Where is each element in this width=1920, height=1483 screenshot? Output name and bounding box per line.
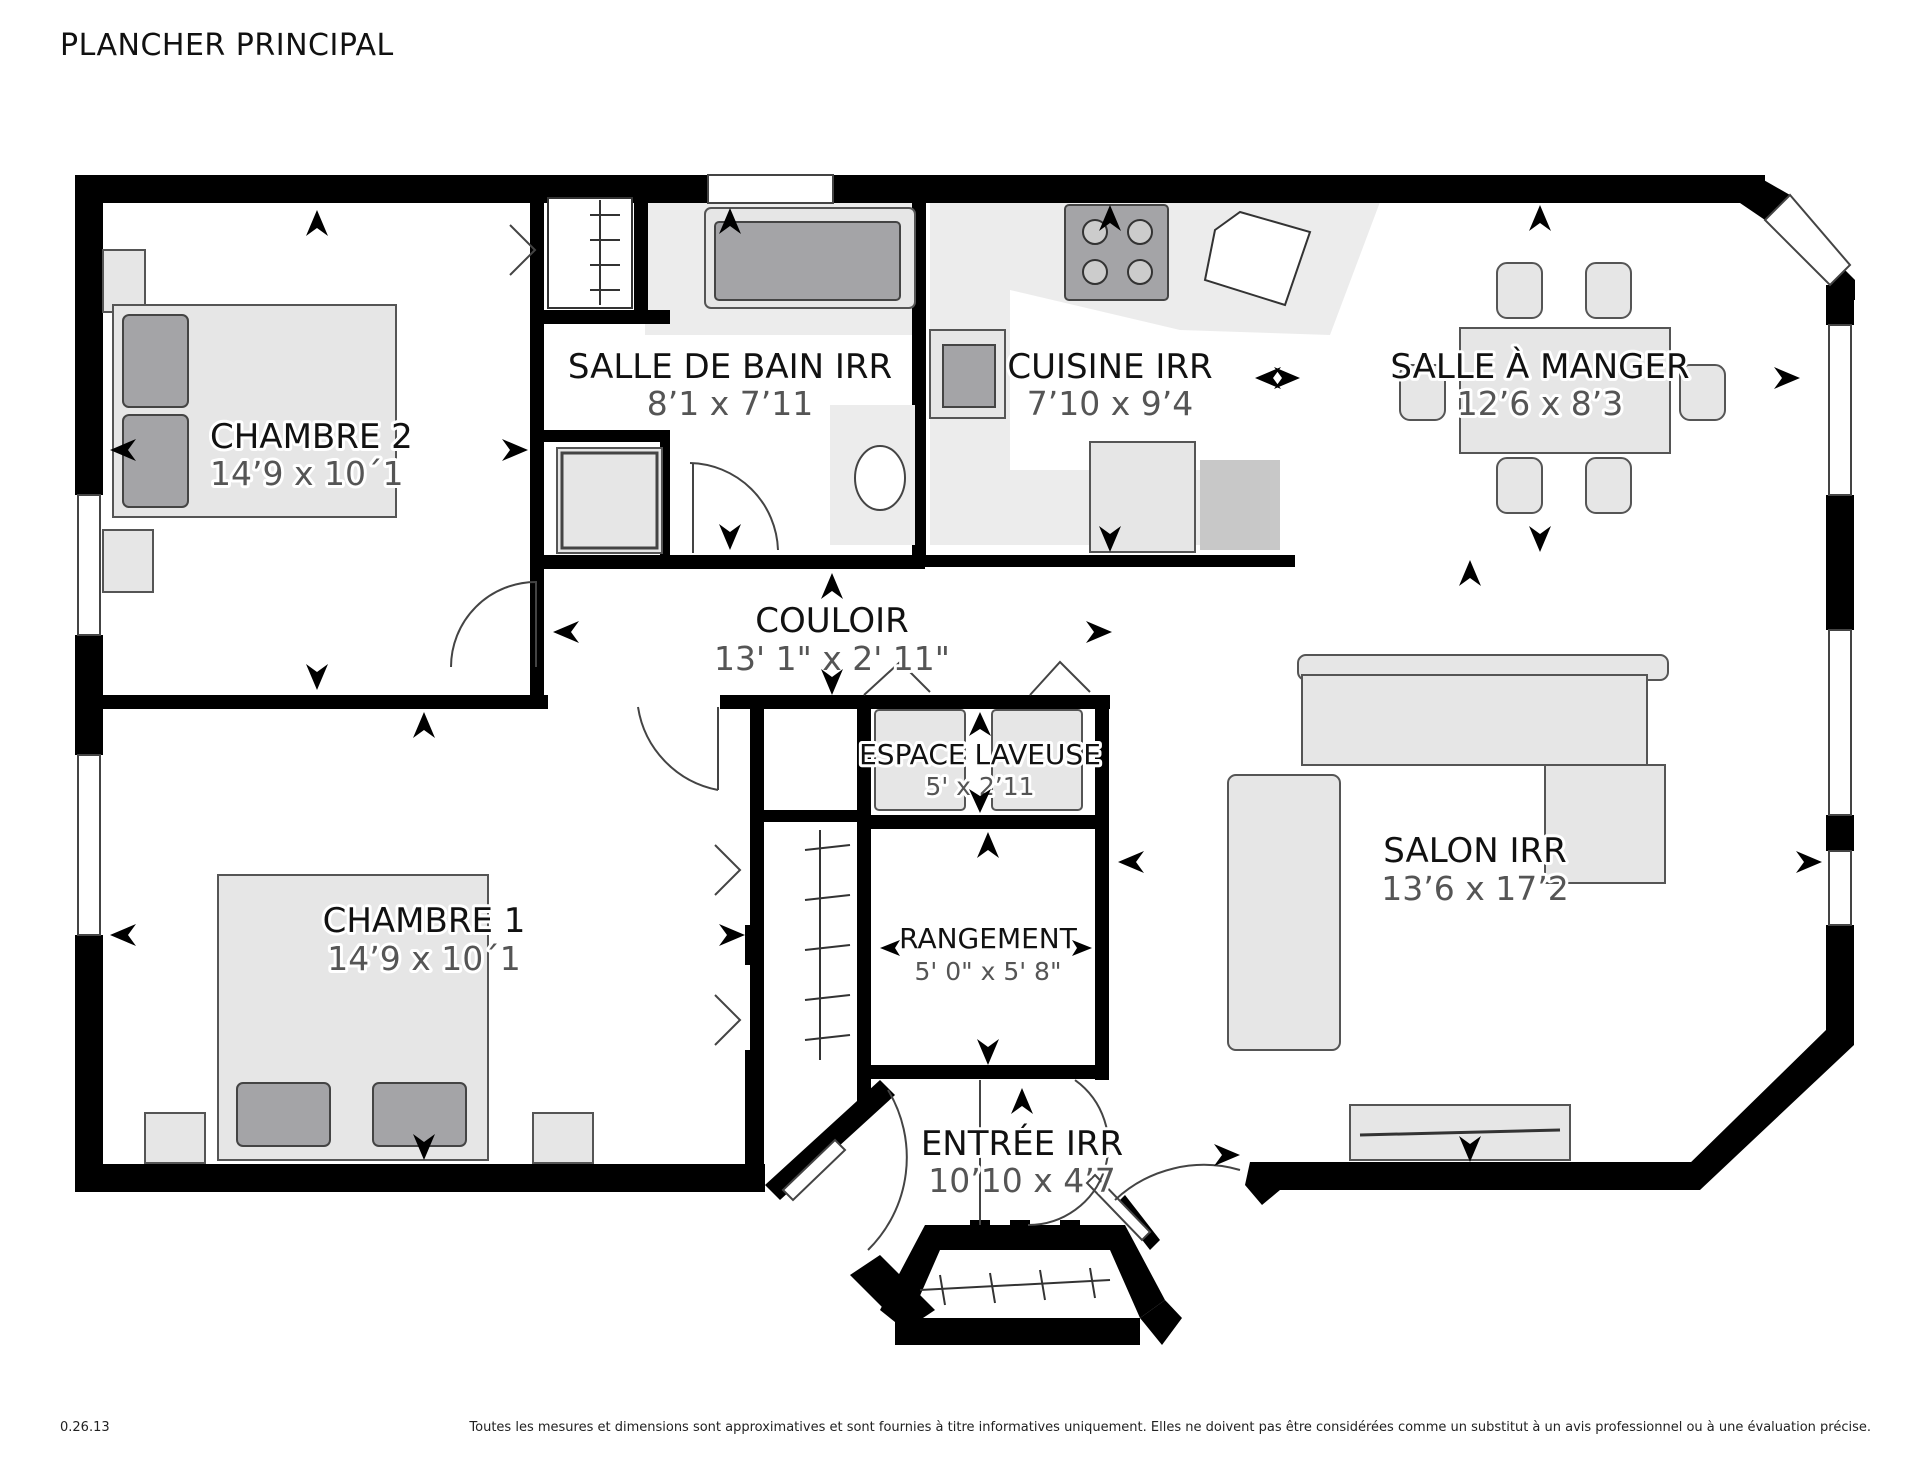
laundry-machines	[874, 709, 1083, 811]
version-number: 0.26.13	[60, 1420, 110, 1435]
kitchen-fixtures	[929, 204, 1312, 553]
room-name-salle-manger: SALLE À MANGER	[1390, 346, 1689, 387]
room-name-laveuse: ESPACE LAVEUSE	[859, 738, 1101, 771]
interior-walls	[103, 195, 1295, 1190]
room-dim-cuisine: 7’10 x 9’4	[1027, 384, 1193, 423]
room-dim-entree: 10’10 x 4’7	[928, 1161, 1115, 1200]
bed-chambre-2	[102, 249, 397, 593]
room-dim-chambre1: 14’9 x 10´1	[327, 939, 520, 978]
disclaimer-text: Toutes les mesures et dimensions sont ap…	[469, 1420, 1871, 1435]
room-labels: CHAMBRE 2 14’9 x 10´1 SALLE DE BAIN IRR …	[207, 343, 1693, 1203]
room-name-chambre1: CHAMBRE 1	[323, 901, 526, 941]
dimension-arrows	[110, 205, 1822, 1166]
entry-bay-walls	[765, 1080, 1182, 1345]
room-name-rangement: RANGEMENT	[899, 922, 1078, 955]
dining-table	[1399, 262, 1726, 514]
room-dim-rangement: 5' 0" x 5' 8"	[915, 957, 1062, 986]
room-name-cuisine: CUISINE IRR	[1007, 347, 1212, 387]
room-name-chambre2: CHAMBRE 2	[210, 417, 413, 457]
room-name-salon: SALON IRR	[1383, 831, 1566, 871]
bed-chambre-1	[144, 874, 594, 1164]
salon-furniture	[1227, 654, 1669, 1161]
room-dim-chambre2: 14’9 x 10´1	[210, 454, 403, 493]
room-dim-couloir: 13' 1" x 2' 11"	[714, 639, 950, 678]
closets	[547, 197, 1111, 1306]
room-name-couloir: COULOIR	[755, 601, 909, 641]
windows	[77, 174, 1852, 936]
room-name-sdb: SALLE DE BAIN IRR	[568, 347, 892, 387]
plan-title: PLANCHER PRINCIPAL	[60, 28, 394, 63]
room-dim-salon: 13’6 x 17’2	[1381, 869, 1568, 908]
bathroom-fixtures	[556, 207, 916, 554]
room-dim-salle-manger: 12’6 x 8’3	[1457, 384, 1623, 423]
room-name-entree: ENTRÉE IRR	[921, 1123, 1123, 1164]
doors	[450, 224, 1241, 1251]
room-dim-sdb: 8’1 x 7’11	[647, 384, 813, 423]
